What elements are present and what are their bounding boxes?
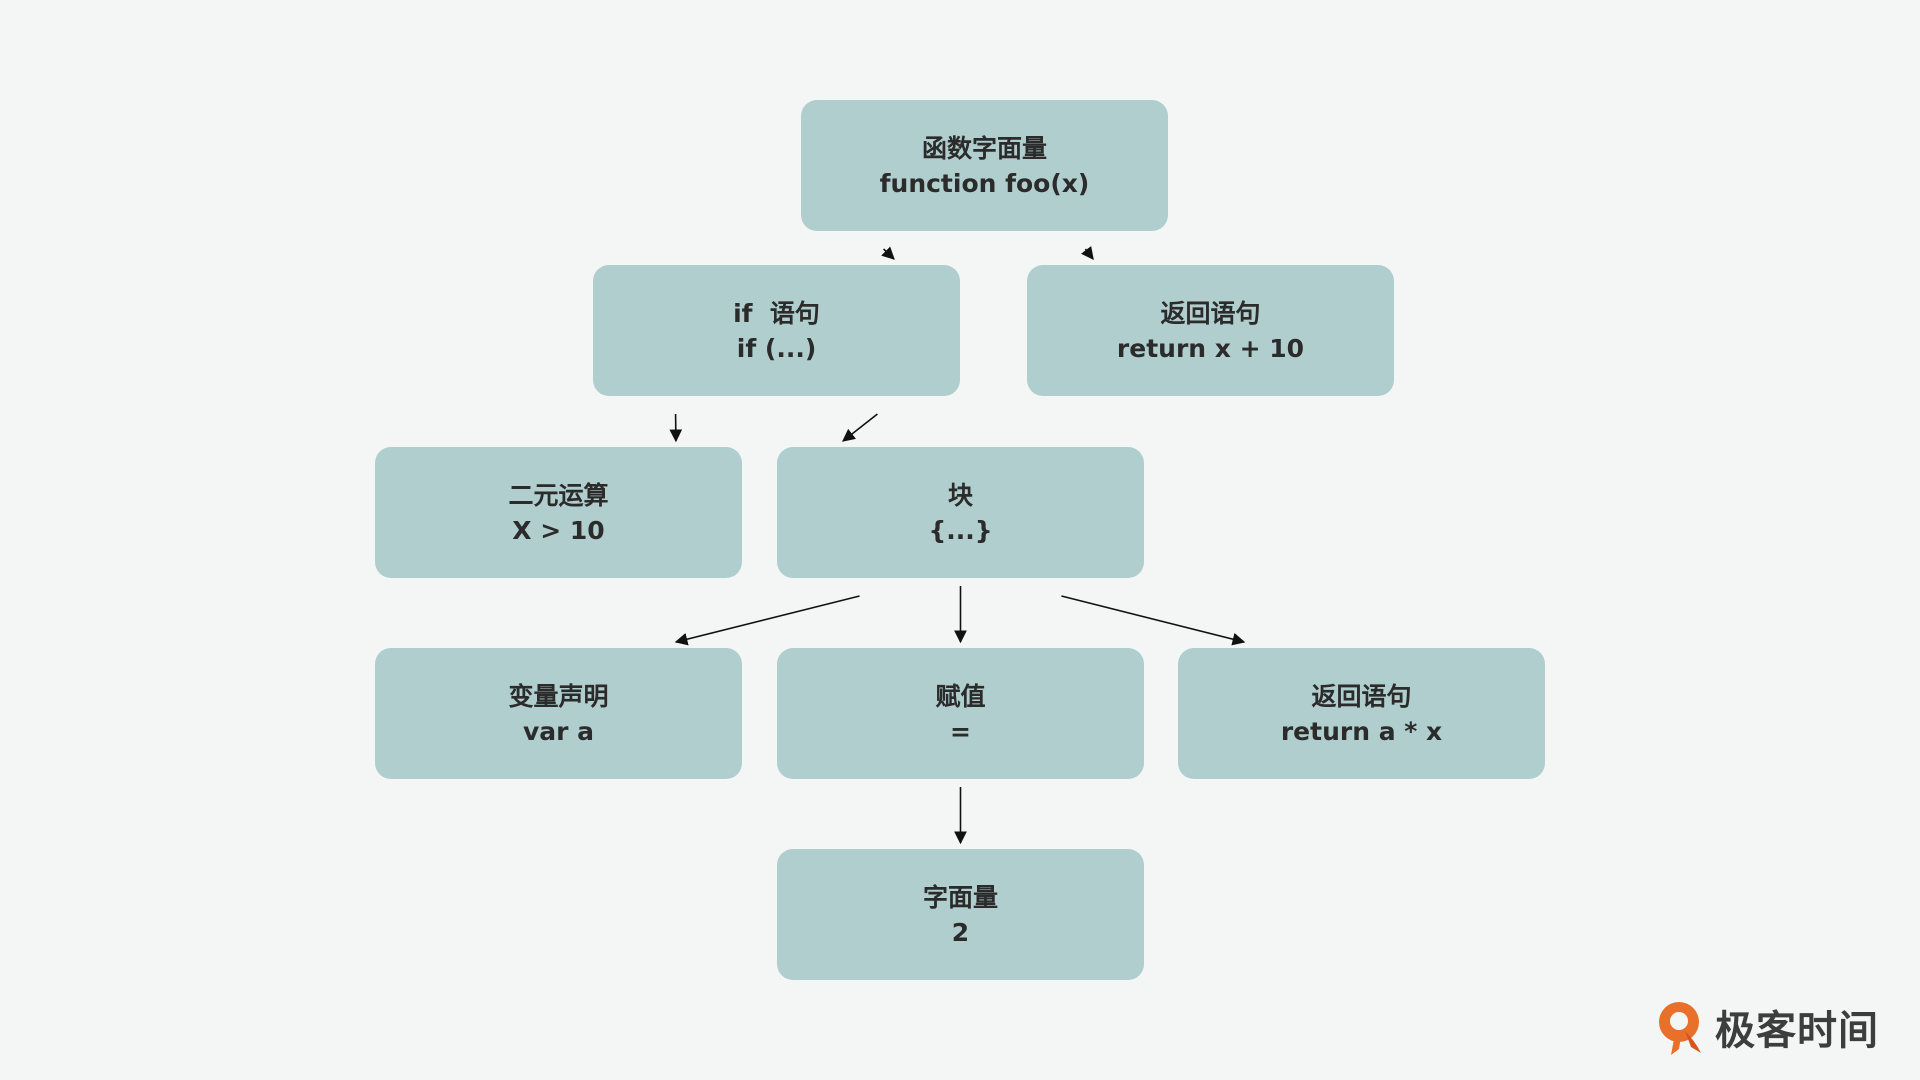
edge-function-literal-to-if-statement <box>881 246 895 260</box>
node-title: 二元运算 <box>508 480 609 510</box>
node-return-statement-bottom: 返回语句 return a * x <box>1178 648 1545 779</box>
node-code: = <box>950 716 971 746</box>
node-code: {...} <box>928 515 993 545</box>
geektime-logo-icon <box>1659 1002 1701 1055</box>
node-block: 块 {...} <box>777 447 1144 578</box>
node-title: 块 <box>947 480 973 510</box>
node-literal: 字面量 2 <box>777 849 1144 980</box>
node-code: function foo(x) <box>879 168 1090 198</box>
geektime-logo-name: 极客时间 <box>1715 1008 1879 1054</box>
node-title: 返回语句 <box>1311 681 1412 711</box>
node-code: 2 <box>951 917 970 947</box>
node-if-statement: if 语句 if (...) <box>593 265 960 396</box>
edge-block-to-return-statement-bottom <box>1061 595 1246 646</box>
node-title: if 语句 <box>733 298 820 328</box>
node-code: X > 10 <box>512 515 605 545</box>
node-title: 字面量 <box>922 882 998 912</box>
node-assignment: 赋值 = <box>777 648 1144 779</box>
node-code: return x + 10 <box>1116 333 1305 363</box>
node-return-statement-top: 返回语句 return x + 10 <box>1027 265 1394 396</box>
node-function-literal: 函数字面量 function foo(x) <box>801 100 1168 231</box>
edge-block-to-variable-declaration <box>674 595 860 646</box>
edge-function-literal-to-return-statement-top <box>1080 245 1094 261</box>
node-title: 变量声明 <box>508 681 609 711</box>
node-title: 赋值 <box>935 681 986 711</box>
node-variable-declaration: 变量声明 var a <box>375 648 742 779</box>
node-binary-operation: 二元运算 X > 10 <box>375 447 742 578</box>
node-code: if (...) <box>736 333 817 363</box>
node-code: return a * x <box>1280 716 1443 746</box>
node-title: 函数字面量 <box>921 133 1047 163</box>
edge-if-statement-to-block <box>842 413 878 442</box>
geektime-logo: 极客时间 <box>1655 996 1879 1058</box>
node-code: var a <box>522 716 595 746</box>
node-title: 返回语句 <box>1160 298 1261 328</box>
